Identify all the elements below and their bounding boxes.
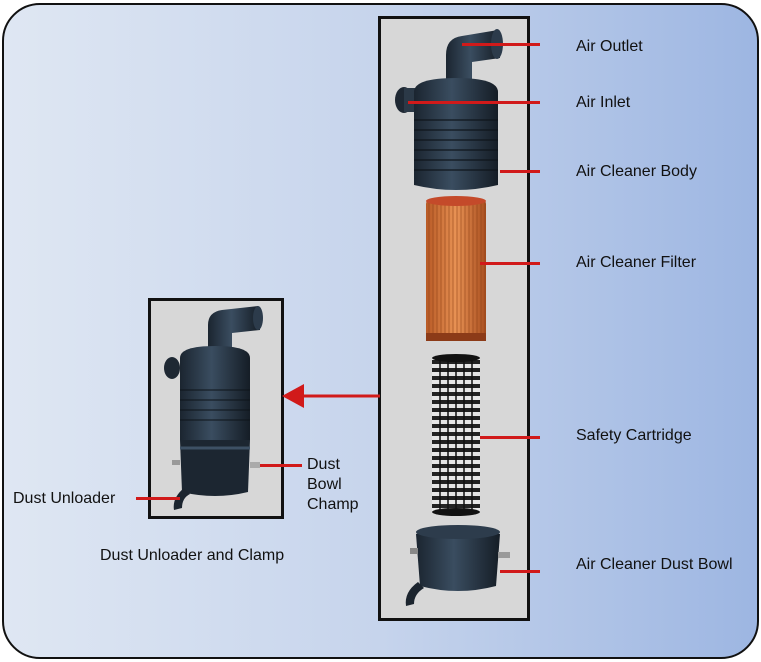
air-cleaner-dust-bowl-pointer — [500, 570, 540, 573]
dust-bowl-clamp-label-line1: Dust — [307, 456, 340, 473]
air-cleaner-filter-part — [426, 196, 486, 341]
air-cleaner-filter-pointer — [480, 262, 540, 265]
safety-cartridge-part — [432, 354, 480, 516]
dust-bowl-clamp-label-line3: Champ — [307, 496, 359, 513]
air-cleaner-filter-label: Air Cleaner Filter — [576, 254, 697, 271]
air-inlet-label: Air Inlet — [576, 94, 631, 111]
safety-cartridge-label: Safety Cartridge — [576, 427, 692, 444]
air-cleaner-body-part — [395, 29, 503, 190]
assembled-air-cleaner-part — [164, 306, 263, 510]
safety-cartridge-pointer — [480, 436, 540, 439]
assembly-caption: Dust Unloader and Clamp — [100, 547, 285, 564]
air-outlet-label: Air Outlet — [576, 38, 643, 55]
air-cleaner-body-label: Air Cleaner Body — [576, 163, 697, 180]
air-cleaner-body-pointer — [500, 170, 540, 173]
dust-unloader-pointer — [136, 497, 180, 500]
air-cleaner-dust-bowl-part — [405, 525, 510, 606]
dust-bowl-clamp-label-line2: Bowl — [307, 476, 342, 493]
dust-bowl-clamp-pointer — [260, 464, 302, 467]
air-inlet-pointer — [408, 101, 540, 104]
assembly-arrow — [282, 384, 380, 408]
air-cleaner-dust-bowl-label: Air Cleaner Dust Bowl — [576, 556, 733, 573]
dust-unloader-label: Dust Unloader — [13, 490, 116, 507]
air-outlet-pointer — [462, 43, 540, 46]
